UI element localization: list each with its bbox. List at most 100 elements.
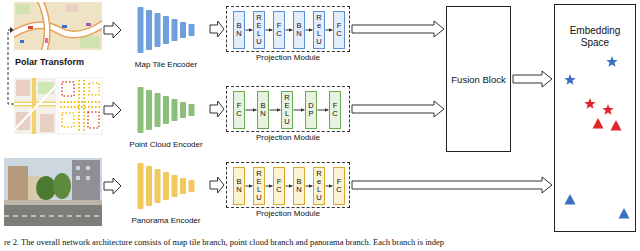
block-arrow [210, 177, 224, 193]
encoder-layer [163, 96, 169, 124]
polar-map-tile-part [86, 23, 91, 26]
input-arrow-part [104, 102, 121, 118]
flow-arrow [266, 30, 273, 31]
space-name: Embedding Space [564, 25, 626, 49]
polar-transform-arrow-part [10, 27, 14, 33]
flat-map-tile-part [16, 80, 30, 96]
layer-box: RELU [281, 91, 293, 129]
panorama-photo-part [72, 160, 100, 202]
module-label: Projection Module [217, 53, 359, 63]
layer-name: BN [295, 22, 303, 38]
flow-arrow [246, 30, 253, 31]
panorama-photo-part [86, 176, 90, 180]
embedding-marks-part [593, 118, 604, 129]
layer-name: RELU [283, 94, 291, 126]
layer-box: RELU [253, 167, 265, 205]
point-cloud-tile-part [60, 106, 100, 108]
block-arrow [352, 21, 444, 37]
flow-arrow [294, 110, 305, 111]
flow-arrow [246, 110, 257, 111]
projection-module: Projection ModuleBNRELUFCBNReLUFC [226, 162, 350, 208]
encoder-layer [146, 10, 152, 50]
polar-map-tile-part [28, 26, 33, 29]
layer-name: FC [275, 22, 283, 38]
panorama-photo-part [4, 205, 102, 226]
layer-box: BN [233, 11, 245, 49]
flow-arrow [246, 186, 253, 187]
polar-map-tile-part [40, 2, 47, 50]
encoder-shape [124, 4, 208, 56]
point-cloud-tile-part [88, 112, 99, 128]
figure-caption: re 2. The overall network architecture c… [4, 237, 444, 248]
flat-map-tile-part [14, 78, 56, 134]
panorama-photo-part [86, 166, 90, 170]
embedding-marks [564, 56, 629, 219]
encoder-label: Panorama Encoder [124, 215, 208, 226]
encoder-layer [163, 172, 169, 200]
flow-arrow [286, 186, 293, 187]
layer-box: RELU [253, 11, 265, 49]
polar-map-tile-part [45, 38, 48, 43]
encoder-block: Map Tile Encoder [124, 4, 208, 70]
point-cloud-tile-part [62, 82, 74, 96]
encoder-layer [189, 24, 195, 36]
point-cloud-tile-part [78, 80, 80, 132]
module-label: Projection Module [217, 133, 359, 143]
projection-module: Projection ModuleFCBNRELUDPFC [226, 86, 350, 132]
encoder-layer [180, 22, 186, 38]
layer-name: FC [275, 178, 283, 194]
point-cloud-tile-part [62, 113, 74, 127]
projection-module: Projection ModuleBNRELUFCBNReLUFC [226, 6, 350, 52]
embedding-marks-part [565, 194, 576, 205]
polar-map-tile-part [14, 22, 102, 36]
layer-box: FC [233, 91, 245, 129]
input-arrow-part [104, 22, 121, 38]
flow-arrow [306, 30, 313, 31]
flow-arrow [286, 30, 293, 31]
encoder-block: Panorama Encoder [124, 160, 208, 226]
polar-map-tile-part [62, 25, 67, 28]
point-cloud-tile-part [83, 80, 85, 132]
block-arrow [210, 101, 224, 117]
embedding-marks-part [584, 98, 595, 109]
encoder-layer [155, 93, 161, 127]
layer-box: BN [257, 91, 269, 129]
layer-name: BN [235, 178, 243, 194]
encoder-layer [138, 163, 144, 209]
encoder-layer [163, 16, 169, 44]
layer-box: FC [273, 11, 285, 49]
flat-map-tile-part [38, 82, 54, 94]
layer-name: DP [307, 102, 315, 118]
embedding-marks-part [619, 208, 630, 219]
layer-box: BN [293, 11, 305, 49]
layer-name: FC [335, 22, 343, 38]
encoder-layer [180, 178, 186, 194]
panorama-photo-part [8, 166, 28, 202]
layer-name: FC [335, 178, 343, 194]
polar-map-tile-part [66, 4, 78, 12]
encoder-label: Point Cloud Encoder [124, 139, 208, 150]
layer-box: BN [233, 167, 245, 205]
panorama-photo-part [76, 176, 80, 180]
flat-map-tile-part [32, 78, 36, 134]
polar-map-tile-part [16, 4, 30, 14]
block-arrow [210, 21, 224, 37]
layer-name: ReLU [315, 14, 323, 46]
encoder-layer [138, 7, 144, 53]
encoder-label: Map Tile Encoder [124, 59, 208, 70]
embedding-marks-part [602, 104, 613, 115]
panorama-photo-part [4, 200, 102, 205]
layer-box: ReLU [313, 11, 325, 49]
layer-box: FC [273, 167, 285, 205]
layer-name: FC [331, 102, 339, 118]
encoder-layer [189, 104, 195, 116]
layer-name: BN [235, 22, 243, 38]
input-arrow-part [104, 178, 121, 194]
flat-map-tile [14, 78, 56, 134]
fusion-block: Fusion Block [446, 6, 511, 152]
encoder-layer [172, 19, 178, 41]
encoder-shape [124, 160, 208, 212]
encoder-layer [180, 102, 186, 118]
polar-map-tile-part [40, 2, 47, 50]
step-label: Polar Transform [14, 57, 85, 67]
